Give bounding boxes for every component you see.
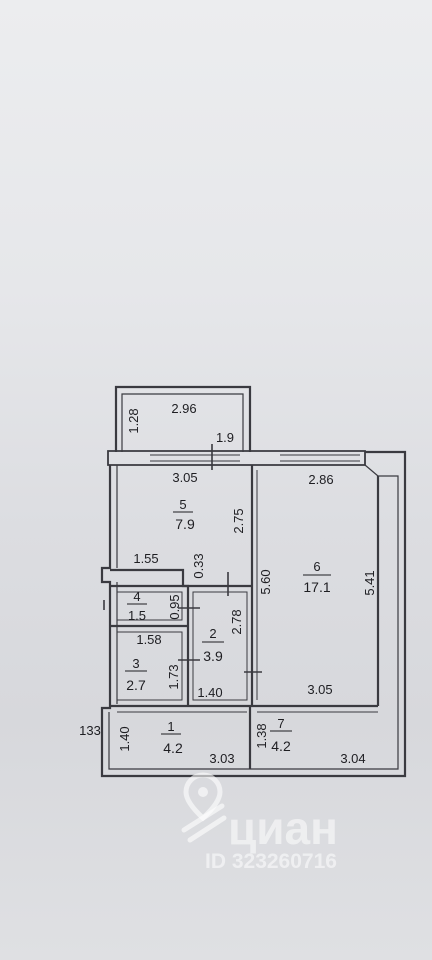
- dim-loggia-width: 2.96: [171, 401, 196, 416]
- watermark-id: ID 323260716: [205, 850, 337, 873]
- room-5-number: 5: [179, 497, 186, 512]
- room-5-area: 7.9: [175, 516, 195, 532]
- dim-room6-height-left: 5.60: [258, 569, 273, 594]
- room-4-number: 4: [133, 589, 140, 604]
- walls: [100, 385, 407, 778]
- dim-loggia-depth: 1.28: [126, 408, 141, 433]
- dim-room5-width: 3.05: [172, 470, 197, 485]
- dim-room6-width-top: 2.86: [308, 472, 333, 487]
- loggia-inner-wall: [121, 393, 244, 452]
- room-7-area: 4.2: [271, 738, 291, 754]
- dim-room6-width-bottom: 3.05: [307, 682, 332, 697]
- dim-left-offset: 133: [79, 723, 101, 738]
- dim-partition: 0.33: [191, 553, 206, 578]
- dim-room5-lower-width: 1.55: [133, 551, 158, 566]
- partition-room5-bottom: [110, 568, 252, 588]
- partition-room3-inner: [116, 631, 183, 701]
- room-2-area: 3.9: [203, 648, 223, 664]
- room-1-number: 1: [167, 719, 174, 734]
- watermark: циан ID 323260716: [181, 772, 338, 873]
- dim-room3-width: 1.58: [136, 632, 161, 647]
- dimension-labels: 1.28 2.96 1.9 3.05 2.86 2.75 1.55 0.33 5…: [79, 401, 377, 766]
- dim-room4-height: 0.95: [167, 594, 182, 619]
- map-pin-icon: [181, 772, 227, 843]
- room-1-area: 4.2: [163, 740, 183, 756]
- dim-room1-height: 1.40: [117, 726, 132, 751]
- room-6-number: 6: [313, 559, 320, 574]
- watermark-brand: циан: [228, 802, 338, 854]
- door-marks: [103, 444, 262, 673]
- window-band: [107, 450, 366, 466]
- loggia-wall: [114, 385, 252, 452]
- room-3-number: 3: [132, 656, 139, 671]
- dim-room7-width: 3.04: [340, 751, 365, 766]
- room-7-number: 7: [277, 716, 284, 731]
- dim-room7-height: 1.38: [254, 723, 269, 748]
- dim-window-width: 1.9: [216, 430, 234, 445]
- dim-room3-height: 1.73: [166, 664, 181, 689]
- partition-room2-inner: [192, 591, 248, 701]
- dim-room6-height-right: 5.41: [362, 570, 377, 595]
- room-labels: 5 7.9 6 17.1 4 1.5 2 3.9 3 2.7 1 4.2 7 4…: [125, 497, 331, 756]
- room-4-area: 1.5: [128, 608, 146, 623]
- dim-room5-height: 2.75: [231, 508, 246, 533]
- window-band-inner: [150, 454, 360, 462]
- dim-room1-width: 3.03: [209, 751, 234, 766]
- partition-room4-inner: [116, 591, 183, 621]
- outer-wall: [100, 450, 407, 778]
- room-6-area: 17.1: [303, 579, 330, 595]
- partition-room4: [110, 584, 190, 706]
- dim-room2-height: 2.78: [229, 609, 244, 634]
- room-3-area: 2.7: [126, 677, 146, 693]
- room-2-number: 2: [209, 626, 216, 641]
- dim-room2-width: 1.40: [197, 685, 222, 700]
